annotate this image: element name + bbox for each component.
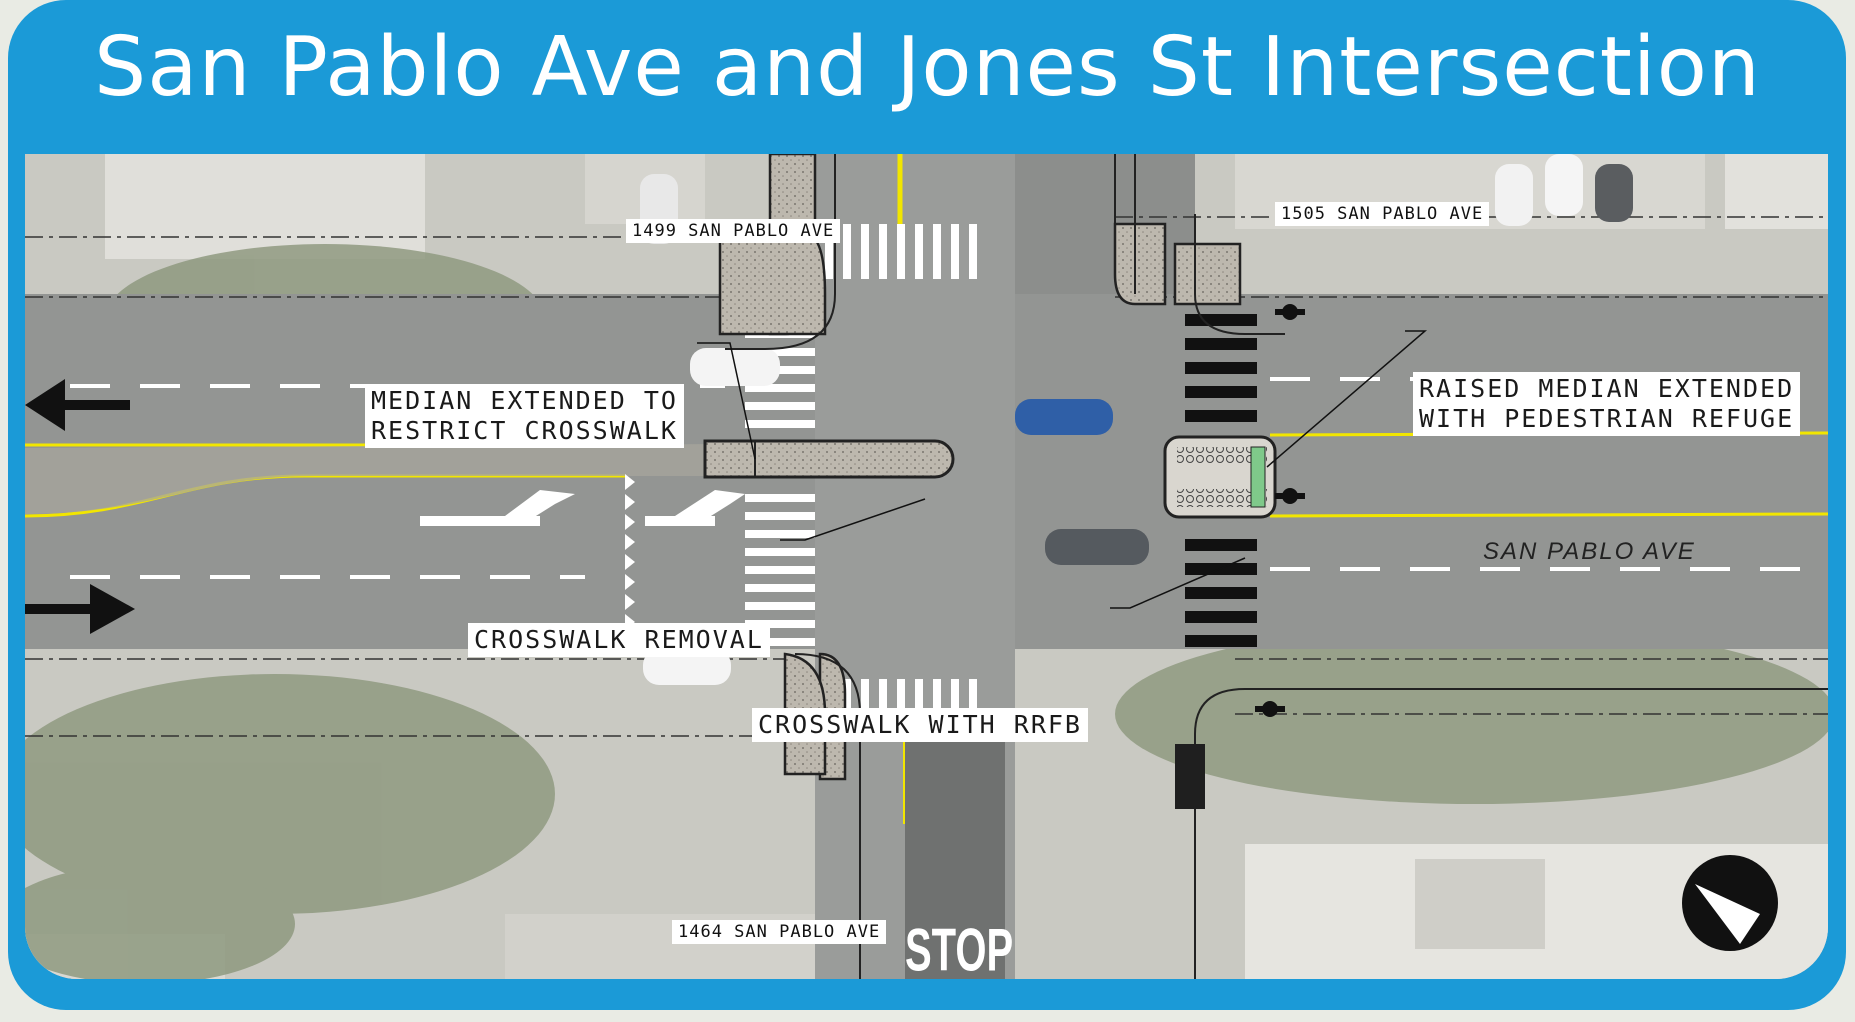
north-arrow-icon [1682,855,1778,951]
westbound-arrow-icon [25,379,130,431]
raised-median-refuge [1163,435,1277,519]
callout-crosswalk-rrfb: CROSSWALK WITH RRFB [752,708,1088,742]
callout-raised-median: RAISED MEDIAN EXTENDED WITH PEDESTRIAN R… [1413,372,1801,436]
building-roof [105,154,425,259]
callout-median-extended: MEDIAN EXTENDED TO RESTRICT CROSSWALK [365,384,684,448]
address-label-1505: 1505 SAN PABLO AVE [1275,202,1490,226]
street-label-san-pablo: SAN PABLO AVE [1483,538,1696,565]
lane-lines [70,377,1828,579]
eastbound-arrow-icon [25,584,135,634]
intersection-map: 1499 SAN PABLO AVE 1505 SAN PABLO AVE 14… [25,154,1828,979]
address-label-1464: 1464 SAN PABLO AVE [672,920,887,944]
lane-arrows [420,474,745,650]
address-label-1499: 1499 SAN PABLO AVE [626,219,841,243]
leader-lines [697,330,1428,609]
median-extension [703,439,955,479]
map-drawing [25,154,1828,979]
rrfb-beacon-icon [1255,304,1305,717]
stop-marking: STOP [905,917,1014,979]
callout-crosswalk-removal: CROSSWALK REMOVAL [468,623,770,657]
page-title: San Pablo Ave and Jones St Intersection [94,20,1761,115]
rrfb-crosswalk [1185,314,1257,647]
vehicles [640,154,1633,685]
curb-bulbouts [718,154,1242,781]
